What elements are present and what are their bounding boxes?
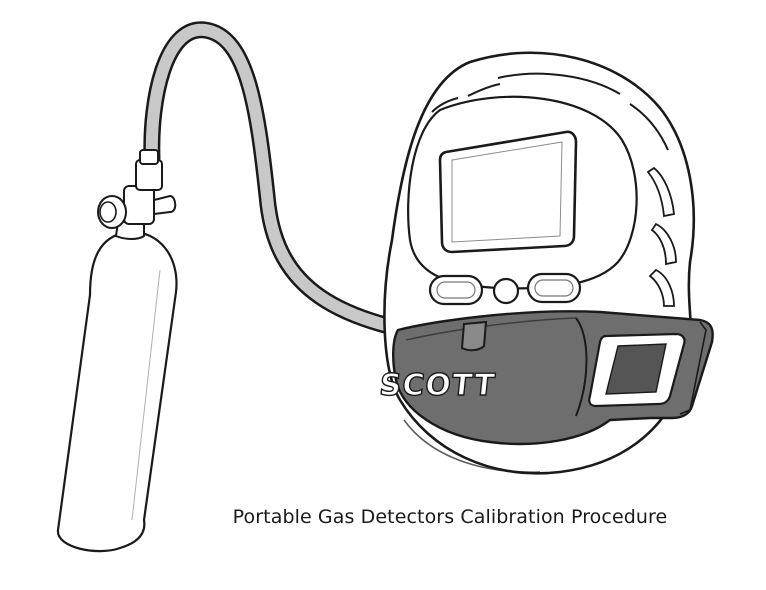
center-button xyxy=(492,277,520,305)
calibration-hose xyxy=(143,21,479,349)
figure-caption: Portable Gas Detectors Calibration Proce… xyxy=(232,506,668,528)
regulator-valve xyxy=(97,149,177,229)
gas-cylinder xyxy=(56,149,178,553)
calibration-cup xyxy=(392,310,714,446)
housing-grip-ridges xyxy=(431,72,669,151)
right-button xyxy=(526,272,582,304)
side-grip xyxy=(646,166,677,307)
control-buttons xyxy=(428,272,582,306)
gas-detector: SCOTT xyxy=(377,51,714,475)
brand-logo: SCOTT xyxy=(377,367,498,403)
svg-text:SCOTT: SCOTT xyxy=(378,368,497,403)
display-screen xyxy=(438,130,578,254)
left-button xyxy=(428,274,484,306)
